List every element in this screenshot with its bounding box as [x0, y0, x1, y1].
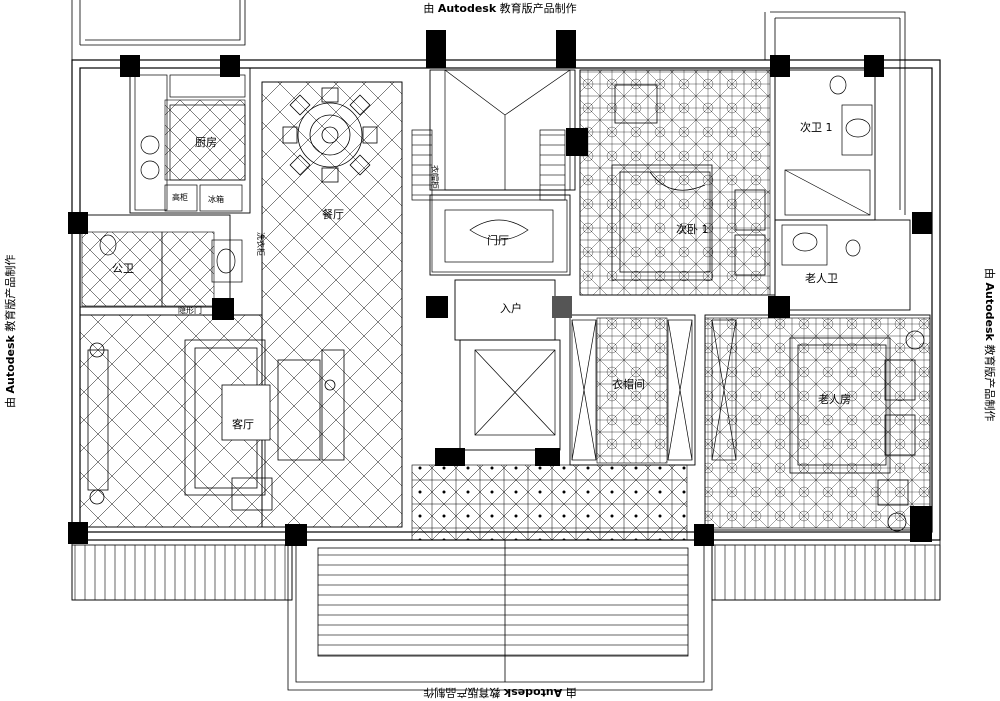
- label-tall-cabinet: 高柜: [172, 192, 188, 202]
- floor-patterns: [79, 69, 931, 541]
- bath-fixtures: [99, 75, 873, 283]
- staircase: [411, 69, 571, 201]
- entry-mat: [431, 199, 568, 436]
- kitchen-fixtures: [134, 74, 246, 212]
- label-hidden-door: 隐形门: [178, 305, 202, 315]
- columns: [68, 30, 932, 546]
- label-second-bath: 次卫 1: [800, 120, 833, 134]
- label-second-bedroom: 次卧 1: [676, 222, 709, 236]
- room-labels: 厨房 餐厅 公卫 门厅 入户 客厅 次卧 1 次卫 1 老人卫 衣帽间 老人房: [112, 120, 851, 431]
- label-shoe-cabinet: 衣帽柜: [430, 165, 440, 189]
- top-left-balcony: [71, 0, 246, 60]
- watermark-left: 由 Autodesk 教育版产品制作: [4, 254, 17, 408]
- label-sink-unit: 洗衣柜: [256, 232, 266, 256]
- beds: [611, 84, 925, 532]
- label-elder-room: 老人房: [818, 393, 851, 406]
- bottom-balcony: [71, 539, 941, 691]
- dining-table: [282, 87, 378, 183]
- label-living: 客厅: [232, 417, 254, 431]
- label-public-bath: 公卫: [112, 262, 134, 275]
- watermark-top: 由 Autodesk 教育版产品制作: [423, 2, 577, 15]
- closet-shelves: [571, 319, 737, 461]
- watermark-right: 由 Autodesk 教育版产品制作: [983, 268, 996, 422]
- label-kitchen: 厨房: [195, 136, 217, 149]
- label-dining: 餐厅: [322, 207, 344, 221]
- label-foyer: 门厅: [487, 233, 509, 247]
- fixture-labels: 高柜 冰箱 隐形门 衣帽柜 洗衣柜: [172, 165, 440, 315]
- watermark-bottom: 由 Autodesk 教育版产品制作: [423, 686, 577, 699]
- living-furniture: [87, 339, 345, 511]
- label-entry: 入户: [500, 301, 522, 315]
- label-elder-bath: 老人卫: [805, 272, 838, 285]
- label-fridge: 冰箱: [208, 194, 224, 204]
- top-right-balcony: [764, 11, 906, 215]
- label-closet: 衣帽间: [612, 377, 645, 391]
